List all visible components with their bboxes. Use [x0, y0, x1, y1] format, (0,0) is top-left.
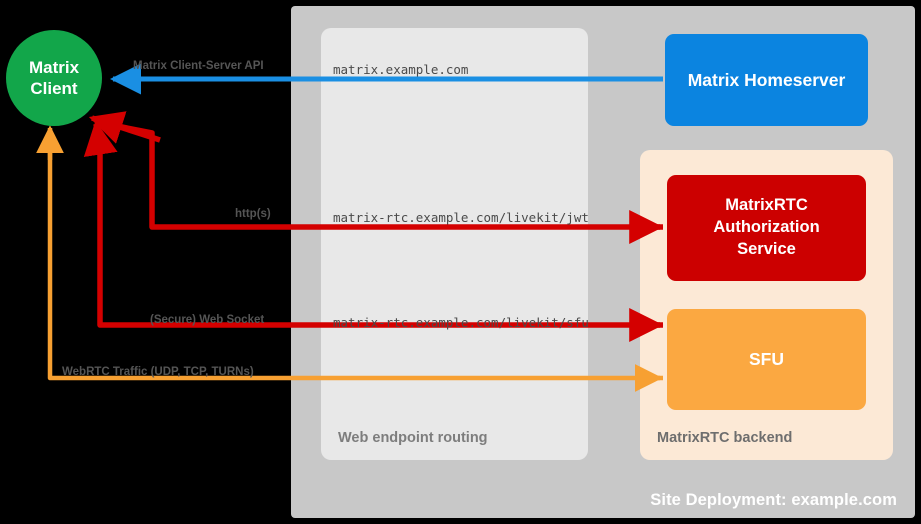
- edge-label-https: http(s): [235, 208, 271, 220]
- auth-service-label-line1: MatrixRTC: [725, 196, 808, 215]
- matrix-client-label-line2: Client: [30, 79, 78, 98]
- site-deployment-label: Site Deployment: example.com: [650, 491, 897, 509]
- node-matrix-homeserver[interactable]: Matrix Homeserver: [665, 34, 868, 126]
- endpoint-label-matrix-example-com: matrix.example.com: [333, 62, 469, 77]
- edge-secure-websocket-arrowhead: [83, 120, 118, 158]
- auth-service-label-line2: Authorization: [713, 218, 820, 237]
- endpoint-label-livekit-jwt: matrix-rtc.example.com/livekit/jwt: [333, 210, 589, 225]
- auth-service-label-line3: Service: [737, 239, 796, 258]
- edge-label-matrix-client-server-api: Matrix Client-Server API: [133, 60, 264, 72]
- matrixrtc-backend-label: MatrixRTC backend: [657, 430, 793, 446]
- matrix-client-label-line1: Matrix: [28, 57, 80, 77]
- endpoint-label-livekit-sfu: matrix-rtc.example.com/livekit/sfu: [333, 315, 589, 330]
- node-sfu[interactable]: SFU: [667, 309, 866, 410]
- web-endpoint-routing-label: Web endpoint routing: [338, 430, 488, 446]
- node-matrix-client[interactable]: Matrix Client: [6, 30, 102, 126]
- container-web-endpoint-routing: Web endpoint routing: [321, 28, 588, 460]
- sfu-label: SFU: [749, 349, 784, 369]
- node-matrixrtc-authorization-service[interactable]: MatrixRTC Authorization Service: [667, 175, 866, 281]
- edge-http-jwt-arrowhead: [88, 111, 161, 144]
- edge-label-webrtc-traffic: WebRTC Traffic (UDP, TCP, TURNs): [62, 366, 254, 378]
- matrix-homeserver-label: Matrix Homeserver: [687, 69, 846, 90]
- edge-label-secure-websocket: (Secure) Web Socket: [150, 314, 265, 326]
